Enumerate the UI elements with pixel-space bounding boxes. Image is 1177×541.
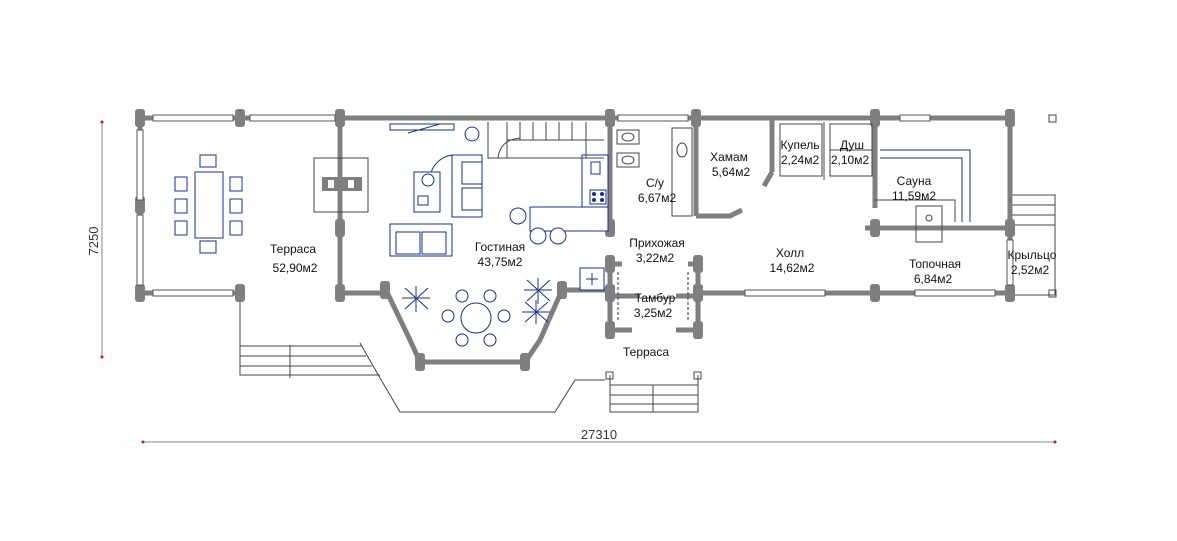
log-end <box>1005 109 1015 127</box>
vestibule-doors <box>617 272 689 322</box>
fireplace <box>313 157 369 213</box>
room-name-hall: Холл <box>776 246 804 260</box>
room-area-font: 2,24м2 <box>781 153 820 167</box>
dimension-width: 27310 <box>141 427 1057 444</box>
room-name-hallway: Прихожая <box>629 236 685 250</box>
room-area-shower: 2,10м2 <box>831 153 870 167</box>
room-name-wc: С/у <box>646 176 664 190</box>
room-area-hall: 14,62м2 <box>770 261 815 275</box>
room-area-boiler: 6,84м2 <box>914 272 953 286</box>
log-end <box>520 353 530 371</box>
log-end <box>335 284 345 302</box>
room-area-sauna: 11,59м2 <box>892 189 936 203</box>
log-end <box>605 284 615 302</box>
log-end <box>135 284 145 302</box>
log-end <box>415 353 425 371</box>
log-ends <box>135 109 1015 371</box>
windows <box>136 114 1014 297</box>
outdoor-outlines <box>239 114 1057 413</box>
log-end <box>235 284 245 302</box>
room-name-porch: Крыльцо <box>1008 248 1057 262</box>
room-area-vestibule: 3,25м2 <box>634 306 673 320</box>
living-room-furniture <box>389 123 609 347</box>
room-labels: Терраса 52,90м2 Гостиная 43,75м2 С/у 6,6… <box>270 138 1057 359</box>
room-name-living: Гостиная <box>475 240 525 254</box>
room-name-sauna: Сауна <box>897 174 932 188</box>
room-area-terrace-left: 52,90м2 <box>273 261 318 275</box>
log-end <box>1005 219 1015 237</box>
log-end <box>605 321 615 339</box>
log-end <box>870 219 880 237</box>
log-end <box>235 109 245 127</box>
log-end <box>557 281 567 299</box>
bathroom-fixtures <box>616 123 971 243</box>
log-end <box>380 281 390 299</box>
log-end <box>1005 284 1015 302</box>
room-name-shower: Душ <box>840 138 864 152</box>
room-area-living: 43,75м2 <box>478 255 523 269</box>
dimension-height: 7250 <box>86 120 104 359</box>
log-end <box>693 321 703 339</box>
log-end <box>605 255 615 273</box>
room-area-wc: 6,67м2 <box>638 191 677 205</box>
walls <box>137 115 1013 365</box>
dimension-height-label: 7250 <box>86 227 101 256</box>
log-end <box>691 109 701 127</box>
room-name-hammam: Хамам <box>710 150 748 164</box>
log-end <box>870 109 880 127</box>
log-end <box>335 219 345 237</box>
room-area-hammam: 5,64м2 <box>712 165 751 179</box>
dining-table-terrace <box>174 154 243 254</box>
log-end <box>605 109 615 127</box>
room-area-hallway: 3,22м2 <box>636 251 675 265</box>
log-end <box>135 109 145 127</box>
room-area-porch: 2,52м2 <box>1011 263 1050 277</box>
log-end <box>335 109 345 127</box>
log-end <box>693 284 703 302</box>
room-name-terrace-front: Терраса <box>623 345 669 359</box>
log-end <box>693 255 703 273</box>
log-end <box>870 284 880 302</box>
room-name-terrace-left: Терраса <box>270 242 316 256</box>
room-name-vestibule: Тамбур <box>635 291 676 305</box>
staircase <box>487 122 604 159</box>
room-name-boiler: Топочная <box>909 257 961 271</box>
room-name-font: Купель <box>780 138 819 152</box>
dimension-width-label: 27310 <box>581 427 617 442</box>
